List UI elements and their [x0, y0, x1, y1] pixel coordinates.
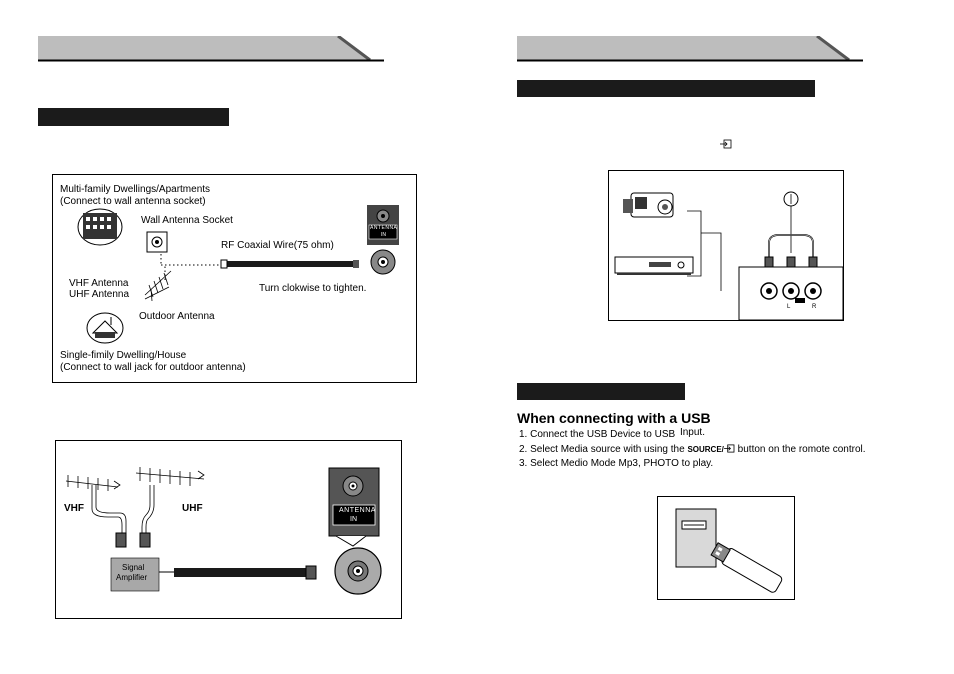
rf-coaxial-label: RF Coaxial Wire(75 ohm)	[221, 240, 334, 251]
apartment-building-icon	[77, 208, 123, 246]
wall-antenna-socket-label: Wall Antenna Socket	[141, 215, 233, 226]
antenna-connection-diagram: Multi-family Dwellings/Apartments (Conne…	[52, 174, 417, 383]
usb-step-1-text: 1. Connect the USB Device to USB	[519, 429, 676, 440]
input-source-icon	[723, 444, 735, 453]
antenna-in-label: ANTENNA	[339, 507, 376, 514]
amplifier-connection-diagram: VHF UHF Signal Amplifier ANTENNA IN	[55, 440, 402, 619]
usb-step-3: 3. Select Medio Mode Mp3, PHOTO to play.	[519, 458, 714, 469]
wall-socket-icon	[146, 231, 168, 253]
usb-flash-drive-icon	[710, 542, 783, 593]
signal-amplifier-label-2: Amplifier	[116, 573, 148, 582]
usb-heading: When connecting with a USB	[517, 410, 711, 426]
vhf-label: VHF	[64, 503, 84, 514]
input-source-icon	[720, 139, 732, 149]
single-family-label: Single-fimily Dwelling/House	[60, 350, 187, 361]
usb-step-2: 2. Select Media source with using the SO…	[519, 444, 866, 455]
left-section-bar	[38, 108, 229, 126]
single-family-sublabel: (Connect to wall jack for outdoor antenn…	[60, 362, 246, 373]
antenna-in-label: ANTENNA	[370, 225, 398, 231]
right-section-bar-usb	[517, 383, 685, 400]
usb-step-2-suffix: button on the romote control.	[737, 444, 866, 455]
uhf-antenna-label: UHF Antenna	[69, 289, 130, 300]
outdoor-antenna-label: Outdoor Antenna	[139, 311, 215, 322]
jack-label-l: L	[787, 304, 791, 310]
av-connection-diagram: L R	[608, 170, 844, 321]
house-icon	[86, 312, 124, 344]
right-section-bar-av	[517, 80, 815, 97]
uhf-label: UHF	[182, 503, 203, 514]
multi-family-sublabel: (Connect to wall antenna socket)	[60, 196, 206, 207]
uhf-antenna-icon	[135, 467, 205, 486]
antenna-in-panel	[367, 205, 399, 245]
usb-step-1-suffix: Input.	[679, 427, 705, 438]
source-button-label: SOURCE/	[687, 445, 724, 454]
right-header-banner	[517, 36, 863, 62]
jack-label-r: R	[812, 304, 817, 310]
usb-step-2-text: 2. Select Media source with using the	[519, 444, 685, 455]
usb-illustration	[657, 496, 795, 600]
signal-amplifier-label: Signal	[122, 563, 145, 572]
antenna-in-label-2: IN	[381, 232, 386, 238]
vhf-antenna-icon	[65, 475, 121, 491]
vcr-icon	[614, 256, 694, 275]
left-header-banner	[38, 36, 384, 62]
usb-step-1: 1. Connect the USB Device to USB Input.	[519, 427, 705, 440]
rca-jacks	[760, 282, 822, 303]
multi-family-label: Multi-family Dwellings/Apartments	[60, 184, 211, 195]
antenna-icon	[144, 270, 172, 302]
turn-clockwise-label: Turn clokwise to tighten.	[259, 283, 367, 294]
antenna-in-label-2: IN	[350, 516, 357, 523]
vhf-antenna-label: VHF Antenna	[69, 278, 129, 289]
camcorder-icon	[623, 192, 674, 218]
